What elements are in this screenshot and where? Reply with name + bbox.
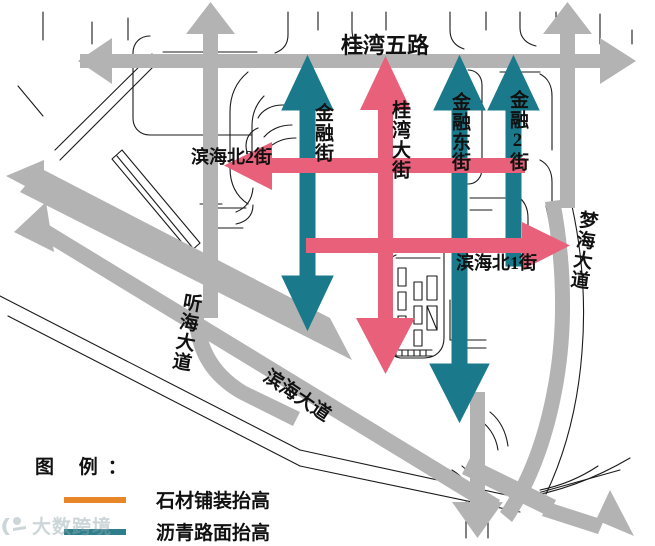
label-binhai-bei-2-jie: 滨海北2街 xyxy=(191,147,272,167)
watermark-text: 大数跨境 xyxy=(32,517,113,538)
label-guiwan-dajie: 桂湾大街 xyxy=(389,100,410,180)
legend-swatch-stone xyxy=(64,496,126,503)
label-guiwan-5-road: 桂湾五路 xyxy=(341,33,430,58)
legend-item-asphalt: 沥青路面抬高 xyxy=(64,518,270,545)
arrow-binhai-bei-1-jie xyxy=(306,222,570,270)
guiwan-5-road-left-arrowhead xyxy=(78,38,112,84)
label-binhai-bei-1-jie: 滨海北1街 xyxy=(456,253,537,273)
legend-item-stone: 石材铺装抬高 xyxy=(64,486,270,513)
legend-title: 图 例： xyxy=(35,457,137,478)
guiwan-5-road-right-arrowhead xyxy=(600,38,636,84)
legend: 图 例： 石材铺装抬高 沥青路面抬高 xyxy=(0,430,340,546)
arrow-guiwan-dajie xyxy=(356,56,415,374)
label-jinrong-jie: 金融街 xyxy=(312,103,333,163)
watermark: 大数跨境 xyxy=(2,512,112,539)
legend-swatch-asphalt xyxy=(64,528,126,535)
legend-label-stone: 石材铺装抬高 xyxy=(156,491,271,512)
arrow-jinrong-2-jie xyxy=(487,54,540,267)
arrow-binhai-bei-2-jie xyxy=(224,142,525,190)
watermark-logo-icon xyxy=(2,514,28,538)
arrow-jinrong-jie xyxy=(281,54,334,332)
label-jinrong-2-jie: 金融2街 xyxy=(507,90,528,172)
label-jinrong-dong-jie: 金融东街 xyxy=(449,92,470,172)
legend-label-asphalt: 沥青路面抬高 xyxy=(156,523,271,544)
